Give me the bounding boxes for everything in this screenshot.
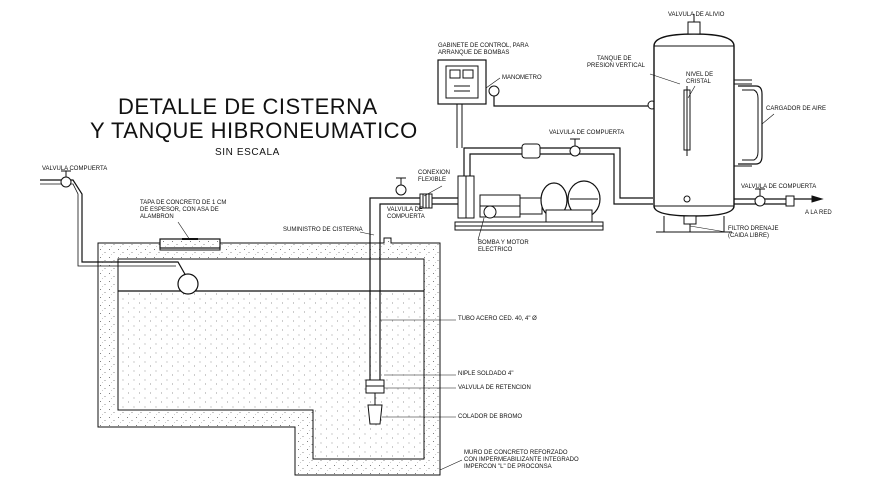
label-tubo: TUBO ACERO CED. 40, 4" Ø [458,316,537,322]
label-gabinete-line1: GABINETE DE CONTROL, PARA [438,43,529,49]
water-fill-lower [313,410,424,459]
label-tapa-line3: ALAMBRON [140,214,174,220]
cistern-lid [159,238,221,249]
label-tanque-line2: PRESION VERTICAL [587,63,645,69]
gate-valve-outlet [754,195,766,207]
label-valvula-compuerta2-line2: COMPUERTA [387,214,425,220]
inlet-pipe-left [40,179,187,277]
label-filtro-line2: (CAIDA LIBRE) [728,233,770,239]
label-bomba-line1: BOMBA Y MOTOR [478,240,529,246]
air-charger [738,85,763,165]
label-conexion-line2: FLEXIBLE [418,177,447,183]
label-muro-line2: CON IMPERMEABILIZANTE INTEGRADO [464,457,579,463]
outlet-arrow [811,195,824,203]
label-valvula-compuerta-mid: VALVULA DE COMPUERTA [549,130,625,136]
label-valvula-compuerta2-line1: VALVULA DE [387,207,423,213]
label-bomba-line2: ELECTRICO [478,247,513,253]
label-valvula-alivio: VALVULA DE ALIVIO [668,12,725,18]
label-valvula-compuerta-right: VALVULA DE COMPUERTA [741,184,817,190]
label-tapa-line1: TAPA DE CONCRETO DE 1 CM [140,200,227,206]
label-nivel-line1: NIVEL DE [686,72,714,78]
drawing-title-line2: Y TANQUE HIBRONEUMATICO [90,118,418,143]
drain-filter [683,215,697,225]
manometer-gauge [488,85,500,97]
pipe-union [521,143,541,159]
label-muro-line1: MURO DE CONCRETO REFORZADO [464,450,568,456]
control-cabinet [437,59,487,105]
label-filtro-line1: FILTRO DRENAJE [728,226,779,232]
pressure-tank [653,33,735,217]
scale-note: SIN ESCALA [215,147,280,158]
label-colador: COLADOR DE BROMO [458,414,523,420]
tank-legs [656,216,732,233]
relief-valve [687,21,701,35]
label-suministro: SUMINISTRO DE CISTERNA [283,227,363,233]
label-nivel-line2: CRISTAL [686,79,711,85]
label-niple: NIPLE SOLDADO 4" [458,371,514,377]
label-gabinete-line2: ARRANQUE DE BOMBAS [438,50,510,56]
label-valvula-compuerta-left: VALVULA COMPUERTA [42,166,108,172]
label-muro-line3: IMPERCON "L" DE PROCONSA [464,464,552,470]
label-tanque-line1: TANQUE DE [597,56,632,62]
label-a-la-red: A LA RED [805,210,832,216]
gate-valve-suction [395,184,407,196]
gate-valve-left [60,176,72,188]
label-valvula-retencion: VALVULA DE RETENCION [458,385,531,391]
label-manometro: MANOMETRO [502,75,542,81]
discharge-pipe-upper [463,147,653,199]
label-conexion-line1: CONEXION [418,170,451,176]
drawing-title-line1: DETALLE DE CISTERNA [118,94,378,119]
foot-strainer [367,404,383,425]
gate-valve-discharge [569,145,581,157]
float-ball [177,273,199,295]
label-tapa-line2: DE ESPESOR, CON ASA DE [140,207,219,213]
label-cargador: CARGADOR DE AIRE [766,106,827,112]
